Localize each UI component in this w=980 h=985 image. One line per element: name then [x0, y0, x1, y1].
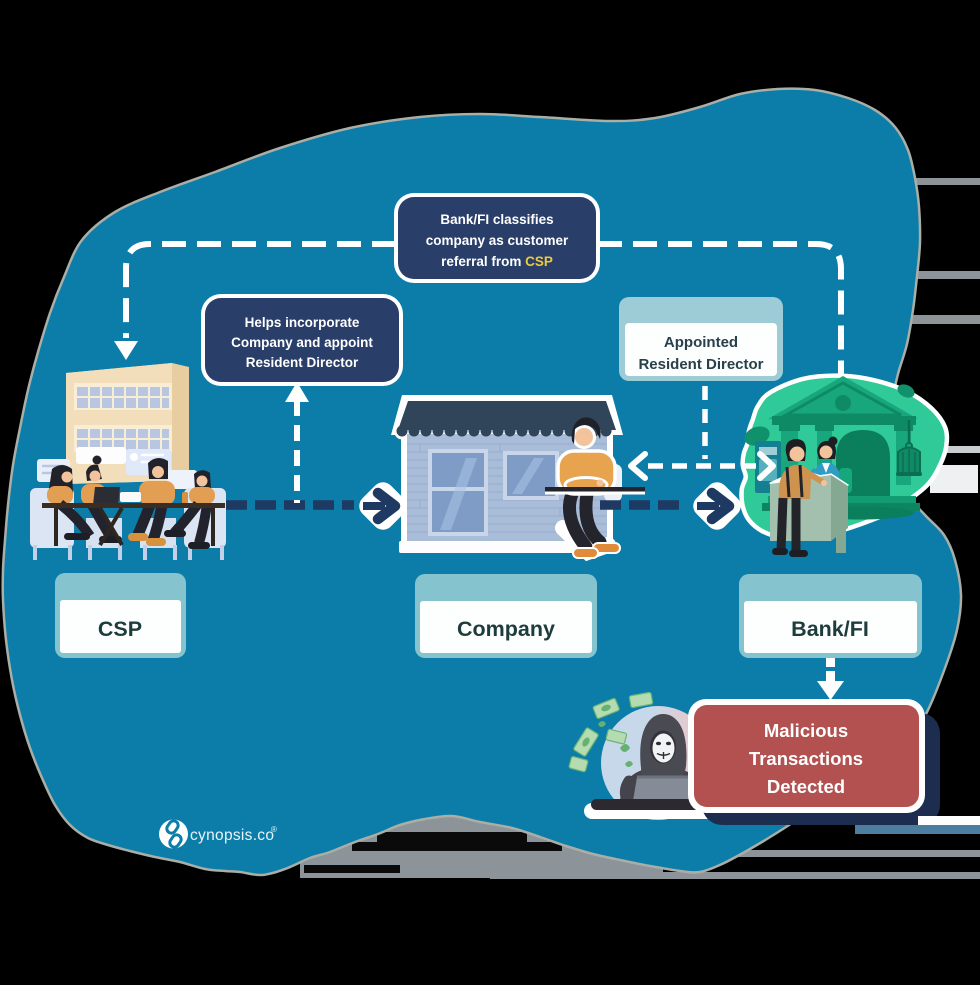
svg-text:Resident Director: Resident Director [246, 355, 359, 370]
svg-text:Detected: Detected [767, 776, 845, 797]
svg-text:Company: Company [457, 617, 555, 641]
svg-text:Company and appoint: Company and appoint [231, 335, 373, 350]
svg-text:Helps incorporate: Helps incorporate [245, 315, 360, 330]
svg-text:Bank/FI classifies: Bank/FI classifies [440, 212, 553, 227]
svg-text:Bank/FI: Bank/FI [791, 617, 869, 641]
svg-text:Transactions: Transactions [749, 748, 863, 769]
svg-text:company as customer: company as customer [426, 233, 569, 248]
svg-text:®: ® [271, 825, 277, 834]
svg-text:cynopsis.co: cynopsis.co [190, 827, 274, 844]
svg-text:CSP: CSP [98, 617, 142, 641]
svg-text:referral from CSP: referral from CSP [441, 254, 553, 269]
svg-text:Appointed: Appointed [664, 334, 738, 351]
svg-text:Malicious: Malicious [764, 720, 848, 741]
svg-text:Resident Director: Resident Director [638, 356, 763, 373]
